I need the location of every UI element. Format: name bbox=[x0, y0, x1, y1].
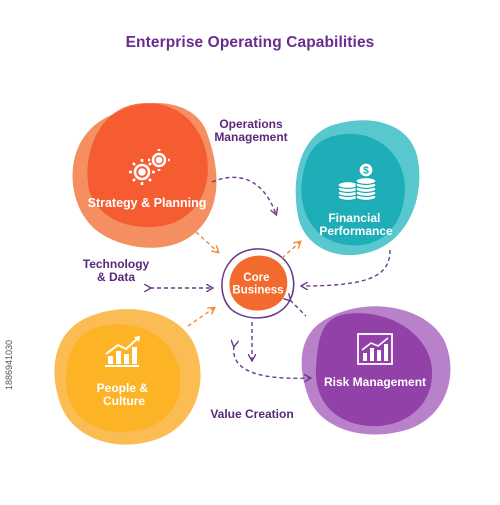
core-label-line2: Business bbox=[232, 285, 283, 297]
label-operations-management: Operations Management bbox=[196, 118, 306, 144]
bar-chart-icon bbox=[357, 333, 393, 365]
connector-arrows bbox=[150, 176, 391, 378]
node-people-label: People & Culture bbox=[97, 381, 152, 408]
label-operations-line2: Management bbox=[214, 130, 288, 144]
node-strategy: Strategy & Planning bbox=[72, 103, 217, 248]
node-people-label-line1: People & bbox=[97, 381, 149, 395]
node-people: People & Culture bbox=[54, 309, 201, 445]
node-financial-label-line1: Financial bbox=[328, 211, 380, 225]
risk-blob-front bbox=[315, 313, 433, 427]
arrow-core-to-risk bbox=[290, 300, 307, 317]
arrow-value-loop bbox=[234, 346, 310, 378]
node-strategy-label: Strategy & Planning bbox=[88, 196, 207, 210]
growth-chart-icon bbox=[105, 336, 140, 367]
core-label-line1: Core bbox=[243, 272, 269, 284]
label-technology-line2: & Data bbox=[96, 270, 135, 284]
arrow-core-to-financial bbox=[281, 242, 300, 259]
arrow-financial-to-core bbox=[302, 249, 391, 286]
node-risk-label: Risk Management bbox=[324, 375, 426, 389]
arrow-people-to-core bbox=[187, 308, 214, 327]
label-value-creation: Value Creation bbox=[210, 407, 294, 421]
node-financial: $ Financial Performance bbox=[295, 120, 420, 256]
arrow-strategy-to-financial bbox=[211, 176, 276, 214]
core-blob bbox=[229, 255, 288, 311]
svg-text:$: $ bbox=[363, 166, 369, 177]
node-financial-label: Financial Performance bbox=[319, 211, 393, 238]
arrow-strategy-to-core bbox=[195, 231, 218, 252]
label-operations-line1: Operations bbox=[219, 117, 283, 131]
node-people-label-line2: Culture bbox=[103, 394, 145, 408]
core-label: Core Business bbox=[232, 272, 283, 297]
side-id-text: 1886941030 bbox=[4, 339, 14, 390]
label-technology-data: Technology & Data bbox=[68, 258, 164, 284]
gears-icon bbox=[129, 149, 170, 185]
core-ring bbox=[221, 248, 295, 319]
label-technology-line1: Technology bbox=[82, 257, 150, 271]
node-core-business: Core Business bbox=[221, 248, 295, 319]
coins-icon: $ bbox=[337, 162, 377, 202]
people-blob-front bbox=[66, 324, 181, 433]
node-financial-label-line2: Performance bbox=[319, 224, 393, 238]
node-risk: Risk Management bbox=[301, 306, 451, 435]
page-title: Enterprise Operating Capabilities bbox=[125, 34, 375, 51]
strategy-blob-front bbox=[87, 103, 208, 228]
